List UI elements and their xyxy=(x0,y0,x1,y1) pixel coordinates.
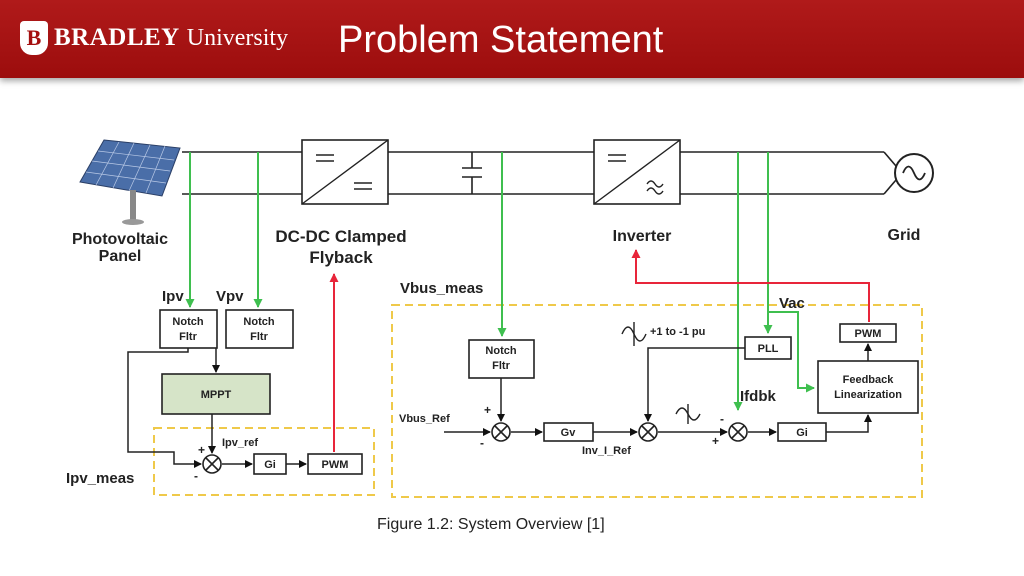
pll-text: PLL xyxy=(758,343,779,355)
shield-icon: B xyxy=(20,21,48,55)
ipv-ref-label: Ipv_ref xyxy=(222,437,258,449)
power-bus xyxy=(182,151,897,195)
solar-panel-icon xyxy=(79,139,181,225)
feedback-linearization-block xyxy=(817,360,919,414)
mppt-block xyxy=(161,373,271,415)
notch-filter-vbus-block xyxy=(468,339,535,379)
svg-text:+: + xyxy=(198,443,205,457)
flyback-label: DC-DC Clamped xyxy=(275,227,406,246)
vac-to-feedback-line xyxy=(768,311,815,393)
inverter-pwm-line xyxy=(631,249,870,322)
svg-text:+: + xyxy=(484,403,491,417)
slide-title: Problem Statement xyxy=(338,19,664,61)
pv-panel-label-2: Panel xyxy=(99,248,142,265)
svg-text:-: - xyxy=(194,469,198,483)
gv-text: Gv xyxy=(561,427,577,439)
grid-source-icon xyxy=(894,153,934,193)
slide-header: B BRADLEY University Problem Statement xyxy=(0,0,1024,78)
sum-junction-flyback xyxy=(202,454,222,474)
vac-label: Vac xyxy=(779,295,805,312)
vbus-ref-label: Vbus_Ref xyxy=(399,413,450,425)
pu-range-label: +1 to -1 pu xyxy=(650,326,705,338)
inverter-label: Inverter xyxy=(613,228,672,245)
mppt-text: MPPT xyxy=(201,389,232,401)
ipv-meas-feedback-line xyxy=(127,348,202,468)
pwm-flyback-text: PWM xyxy=(322,459,349,471)
ipv-label: Ipv xyxy=(162,288,184,305)
feedback-text-2: Linearization xyxy=(834,389,902,401)
ipv-meas-label: Ipv_meas xyxy=(66,470,134,487)
sum-junction-current xyxy=(728,422,748,442)
bus-capacitor xyxy=(462,152,482,194)
svg-text:-: - xyxy=(480,436,484,450)
notch-filter-vpv-text: Notch xyxy=(243,316,274,328)
svg-text:-: - xyxy=(720,412,724,426)
inv-i-ref-label: Inv_I_Ref xyxy=(582,445,631,457)
inverter-block xyxy=(593,139,681,205)
ifdbk-label: Ifdbk xyxy=(740,388,776,405)
notch-filter-vbus-text: Notch xyxy=(485,345,516,357)
svg-text:+: + xyxy=(712,434,719,448)
vbus-meas-label: Vbus_meas xyxy=(400,280,483,297)
flyback-control-box xyxy=(153,427,375,496)
vpv-label: Vpv xyxy=(216,288,244,305)
figure-caption: Figure 1.2: System Overview [1] xyxy=(377,516,605,533)
pwm-block-flyback xyxy=(307,453,363,475)
gi-flyback-text: Gi xyxy=(264,459,276,471)
notch-filter-ipv-text: Notch xyxy=(172,316,203,328)
sum-junction-vbus xyxy=(491,422,511,442)
logo-text-bold: BRADLEY xyxy=(54,24,180,51)
notch-filter-ipv-block xyxy=(159,309,218,349)
pwm-inverter-text: PWM xyxy=(855,328,882,340)
notch-filter-vpv-block xyxy=(225,309,294,349)
grid-label: Grid xyxy=(888,227,921,244)
feedback-text: Feedback xyxy=(843,374,895,386)
flyback-label-2: Flyback xyxy=(309,248,373,267)
notch-filter-ipv-text-2: Fltr xyxy=(179,331,197,343)
pwm-block-inverter xyxy=(839,323,897,343)
dc-dc-converter-block xyxy=(301,139,389,205)
logo-text-regular: University xyxy=(186,24,289,51)
university-logo: B BRADLEY University xyxy=(20,20,288,56)
pv-panel-label: Photovoltaic xyxy=(72,231,168,248)
inverter-control-box xyxy=(391,304,923,498)
notch-filter-vpv-text-2: Fltr xyxy=(250,331,268,343)
notch-filter-vbus-text-2: Fltr xyxy=(492,360,510,372)
gi-inverter-text: Gi xyxy=(796,427,808,439)
multiplier-junction xyxy=(638,422,658,442)
